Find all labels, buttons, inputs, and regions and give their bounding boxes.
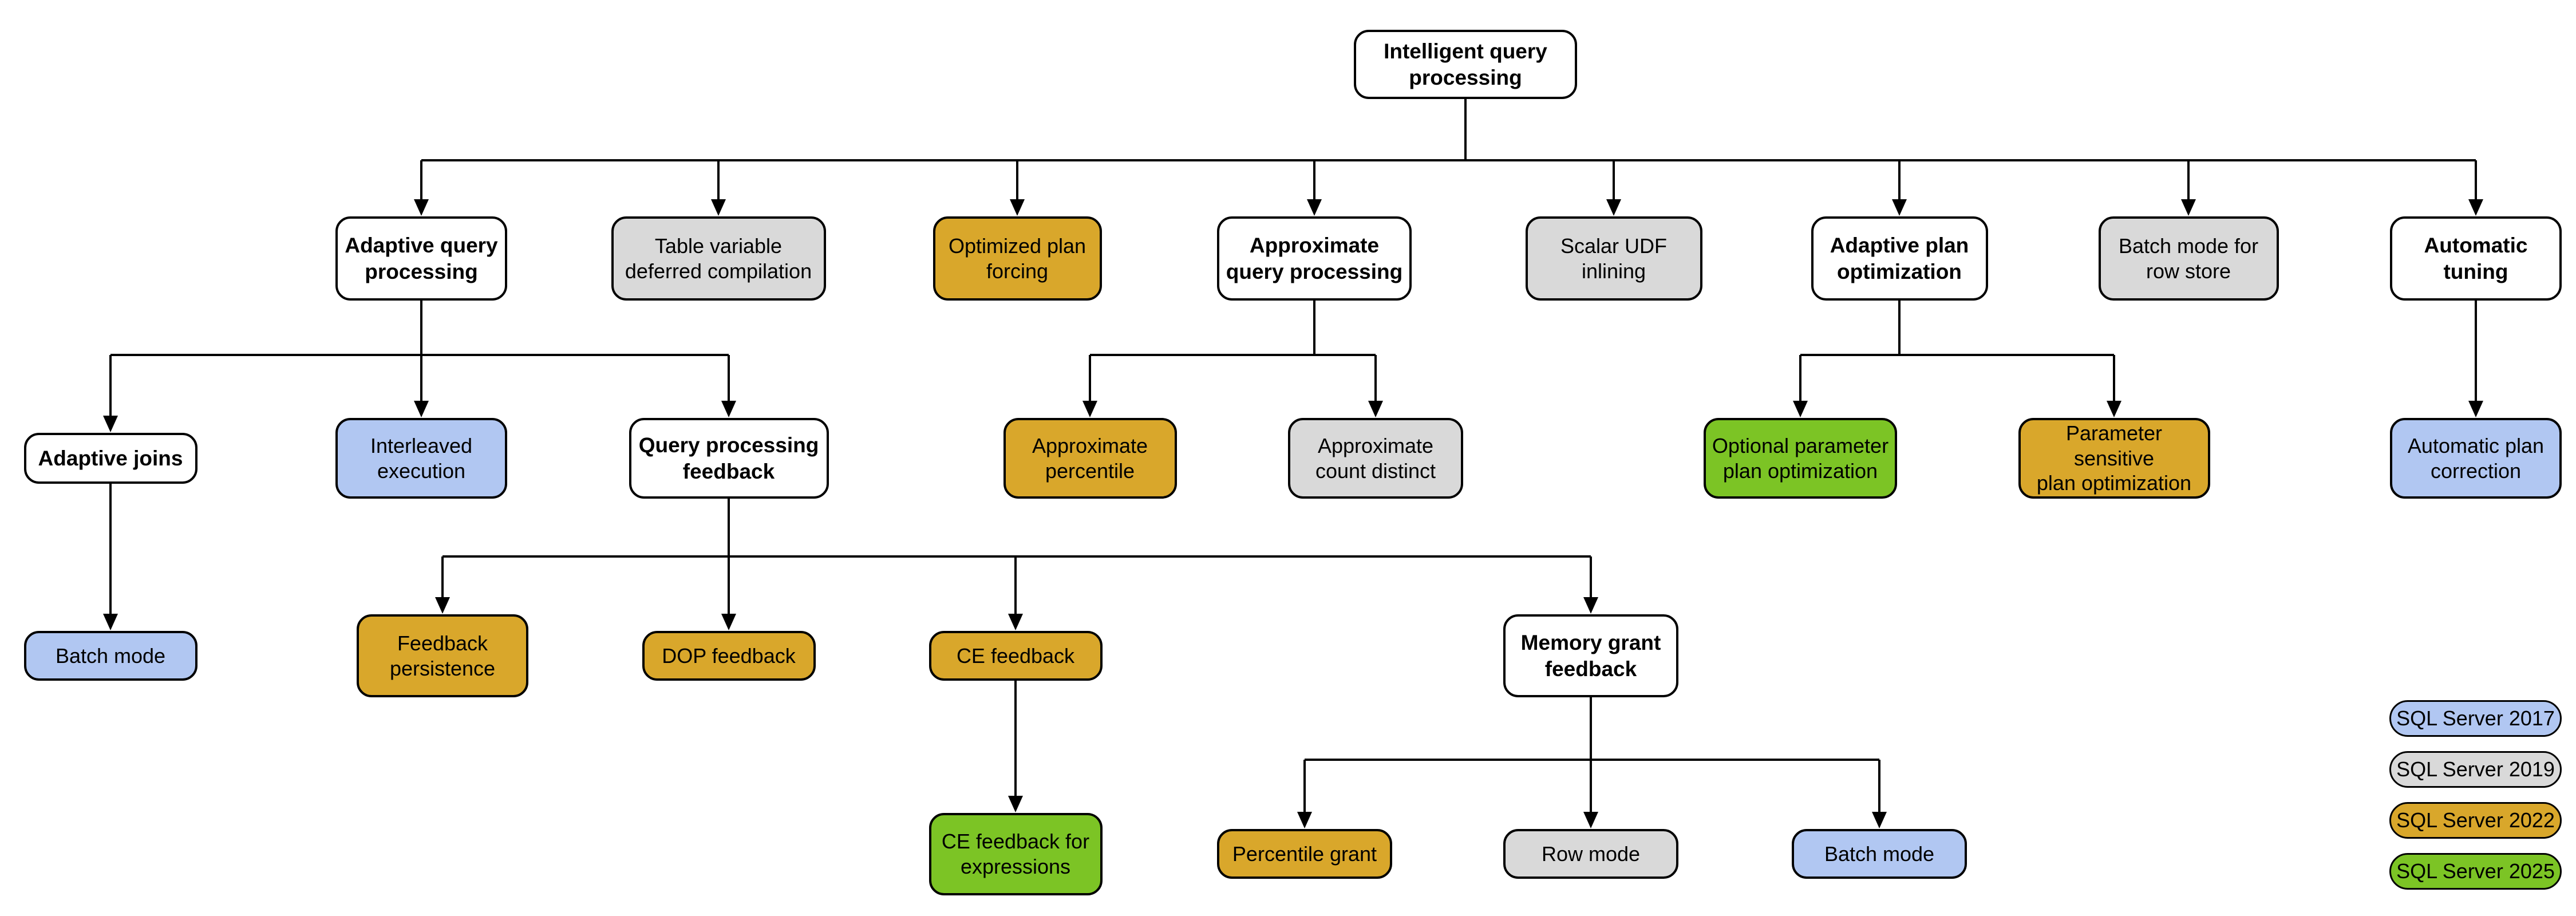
arrowhead-icon bbox=[1606, 199, 1621, 216]
node-adaptive-joins: Adaptive joins bbox=[23, 433, 197, 484]
arrowhead-icon bbox=[2468, 401, 2483, 417]
node-batch-mode-memory-grant: Batch mode bbox=[1792, 829, 1967, 879]
node-label: Parameter sensitive plan optimization bbox=[2036, 421, 2192, 495]
node-row-mode: Row mode bbox=[1503, 829, 1678, 879]
legend-item-sql-server-2017: SQL Server 2017 bbox=[2389, 700, 2562, 737]
arrowhead-icon bbox=[2107, 401, 2121, 417]
node-label: Adaptive plan optimization bbox=[1830, 234, 1969, 283]
node-optional-parameter-plan-optimization: Optional parameter plan optimization bbox=[1704, 418, 1897, 499]
arrowhead-icon bbox=[1583, 597, 1598, 614]
node-label: Optional parameter plan optimization bbox=[1712, 433, 1889, 483]
node-label: Intelligent query processing bbox=[1384, 40, 1547, 89]
node-batch-mode-for-row-store: Batch mode for row store bbox=[2098, 216, 2279, 301]
node-approximate-count-distinct: Approximate count distinct bbox=[1288, 418, 1463, 499]
arrowhead-icon bbox=[1008, 614, 1023, 630]
node-label: Automatic tuning bbox=[2424, 234, 2528, 283]
node-label: Batch mode bbox=[55, 643, 166, 668]
arrowhead-icon bbox=[435, 597, 450, 614]
arrowhead-icon bbox=[1010, 199, 1025, 216]
node-automatic-plan-correction: Automatic plan correction bbox=[2390, 418, 2562, 499]
arrowhead-icon bbox=[2468, 199, 2483, 216]
node-label: Row mode bbox=[1541, 842, 1641, 866]
node-percentile-grant: Percentile grant bbox=[1217, 829, 1392, 879]
node-label: Memory grant feedback bbox=[1520, 631, 1661, 681]
node-scalar-udf-inlining: Scalar UDF inlining bbox=[1525, 216, 1702, 301]
arrowhead-icon bbox=[1297, 812, 1312, 828]
arrowhead-icon bbox=[1583, 812, 1598, 828]
arrowhead-icon bbox=[721, 614, 736, 630]
legend-item-sql-server-2019: SQL Server 2019 bbox=[2389, 751, 2562, 788]
node-label: Interleaved execution bbox=[370, 433, 473, 483]
node-label: Approximate query processing bbox=[1226, 234, 1403, 283]
node-label: Batch mode bbox=[1824, 842, 1935, 866]
arrowhead-icon bbox=[103, 614, 118, 630]
node-dop-feedback: DOP feedback bbox=[642, 631, 816, 681]
node-optimized-plan-forcing: Optimized plan forcing bbox=[933, 216, 1102, 301]
node-ce-feedback: CE feedback bbox=[929, 631, 1103, 681]
arrowhead-icon bbox=[103, 416, 118, 432]
node-label: Approximate count distinct bbox=[1315, 433, 1436, 483]
node-parameter-sensitive-plan-optimization: Parameter sensitive plan optimization bbox=[2018, 418, 2210, 499]
node-query-processing-feedback: Query processing feedback bbox=[629, 418, 829, 499]
node-feedback-persistence: Feedback persistence bbox=[357, 614, 528, 697]
arrowhead-icon bbox=[721, 401, 736, 417]
arrowhead-icon bbox=[1008, 796, 1023, 812]
legend-item-sql-server-2022: SQL Server 2022 bbox=[2389, 802, 2562, 839]
node-ce-feedback-for-expressions: CE feedback for expressions bbox=[929, 813, 1103, 895]
node-interleaved-execution: Interleaved execution bbox=[335, 418, 507, 499]
node-label: DOP feedback bbox=[662, 643, 796, 668]
legend-label: SQL Server 2019 bbox=[2396, 757, 2555, 781]
arrowhead-icon bbox=[1872, 812, 1887, 828]
arrowhead-icon bbox=[1307, 199, 1322, 216]
arrowhead-icon bbox=[711, 199, 726, 216]
arrowhead-icon bbox=[2181, 199, 2196, 216]
node-label: CE feedback bbox=[956, 643, 1075, 668]
node-label: Table variable deferred compilation bbox=[625, 234, 812, 283]
node-memory-grant-feedback: Memory grant feedback bbox=[1503, 614, 1678, 697]
node-table-variable-deferred-compilation: Table variable deferred compilation bbox=[611, 216, 826, 301]
node-intelligent-query-processing: Intelligent query processing bbox=[1354, 30, 1577, 99]
node-adaptive-plan-optimization: Adaptive plan optimization bbox=[1811, 216, 1988, 301]
legend-label: SQL Server 2022 bbox=[2396, 808, 2555, 832]
arrowhead-icon bbox=[414, 401, 429, 417]
node-automatic-tuning: Automatic tuning bbox=[2390, 216, 2562, 301]
arrowhead-icon bbox=[1892, 199, 1907, 216]
arrowhead-icon bbox=[1082, 401, 1097, 417]
node-label: Batch mode for row store bbox=[2118, 234, 2259, 283]
node-label: Adaptive query processing bbox=[345, 234, 498, 283]
node-label: Approximate percentile bbox=[1032, 433, 1148, 483]
legend-label: SQL Server 2025 bbox=[2396, 859, 2555, 883]
node-adaptive-query-processing: Adaptive query processing bbox=[335, 216, 507, 301]
node-approximate-query-processing: Approximate query processing bbox=[1217, 216, 1412, 301]
node-label: Percentile grant bbox=[1232, 842, 1377, 866]
arrowhead-icon bbox=[414, 199, 429, 216]
node-label: Query processing feedback bbox=[638, 433, 819, 483]
arrowhead-icon bbox=[1793, 401, 1808, 417]
node-approximate-percentile: Approximate percentile bbox=[1003, 418, 1177, 499]
node-label: Adaptive joins bbox=[38, 446, 183, 470]
node-batch-mode-adaptive-joins: Batch mode bbox=[23, 631, 197, 681]
node-label: Automatic plan correction bbox=[2407, 433, 2545, 483]
arrowhead-icon bbox=[1368, 401, 1383, 417]
node-label: Optimized plan forcing bbox=[948, 234, 1086, 283]
node-label: Scalar UDF inlining bbox=[1560, 234, 1668, 283]
node-label: CE feedback for expressions bbox=[941, 830, 1090, 878]
node-label: Feedback persistence bbox=[389, 631, 496, 680]
legend-item-sql-server-2025: SQL Server 2025 bbox=[2389, 853, 2562, 890]
legend-label: SQL Server 2017 bbox=[2396, 706, 2555, 730]
